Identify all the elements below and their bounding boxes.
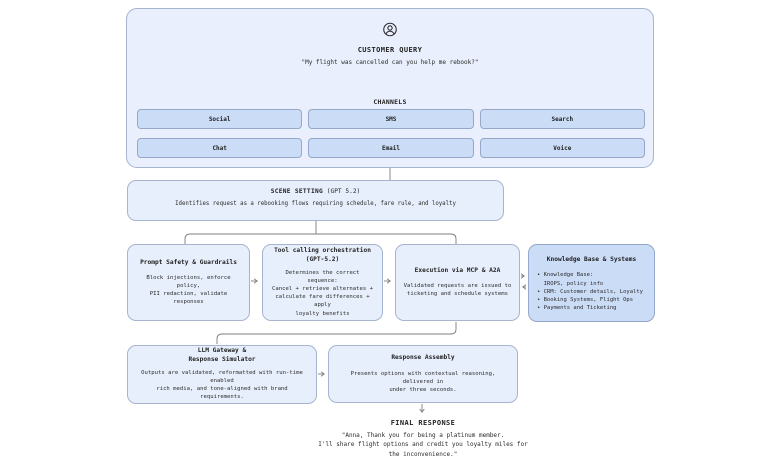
llm-gateway-title: LLM Gateway & Response Simulator <box>188 347 256 363</box>
knowledge-base-bullet-2: • Booking Systems, Flight Ops <box>537 297 634 304</box>
final-response-text: "Anna, Thank you for being a platinum me… <box>318 432 528 458</box>
customer-query-text: "My flight was cancelled can you help me… <box>301 59 479 66</box>
customer-query-title: CUSTOMER QUERY <box>357 46 423 54</box>
channel-social: Social <box>137 109 303 129</box>
prompt-safety-body: Block injections, enforce policy, PII re… <box>146 274 231 306</box>
customer-channels-container: CUSTOMER QUERY "My flight was cancelled … <box>126 8 654 168</box>
knowledge-base-bullet-0: • Knowledge Base: IROPS, policy info <box>537 272 604 287</box>
prompt-safety-title: Prompt Safety & Guardrails <box>140 258 237 266</box>
channel-sms: SMS <box>308 109 474 129</box>
channel-search: Search <box>479 109 645 129</box>
channel-chat: Chat <box>137 138 303 158</box>
scene-setting-title: SCENE SETTING (GPT 5.2) <box>270 188 361 195</box>
tool-calling-body: Determines the correct sequence: Cancel … <box>271 270 374 317</box>
llm-gateway-node: LLM Gateway & Response Simulator Outputs… <box>127 345 317 404</box>
final-response-title: FINAL RESPONSE <box>390 419 456 427</box>
channel-voice: Voice <box>479 138 645 158</box>
execution-node: Execution via MCP & A2A Validated reques… <box>395 244 520 321</box>
response-assembly-title: Response Assembly <box>391 354 455 362</box>
tool-calling-title: Tool calling orchestration (GPT-5.2) <box>274 247 371 263</box>
tool-calling-node: Tool calling orchestration (GPT-5.2) Det… <box>262 244 383 321</box>
knowledge-base-list: • Knowledge Base: IROPS, policy info• CR… <box>537 271 643 312</box>
user-circle-icon <box>383 22 398 41</box>
prompt-safety-node: Prompt Safety & Guardrails Block injecti… <box>127 244 250 321</box>
channels-title: CHANNELS <box>373 98 407 106</box>
channel-email: Email <box>308 138 474 158</box>
knowledge-base-title: Knowledge Base & Systems <box>546 256 637 263</box>
response-assembly-node: Response Assembly Presents options with … <box>328 345 518 403</box>
response-assembly-body: Presents options with contextual reasoni… <box>350 370 496 393</box>
execution-body: Validated requests are issued to ticketi… <box>403 283 512 298</box>
knowledge-base-bullet-3: • Payments and Ticketing <box>537 305 617 312</box>
scene-setting-node: SCENE SETTING (GPT 5.2) Identifies reque… <box>127 180 504 221</box>
knowledge-base-node: Knowledge Base & Systems • Knowledge Bas… <box>528 244 655 322</box>
scene-setting-body: Identifies request as a rebooking flows … <box>175 201 456 207</box>
knowledge-base-bullet-1: • CRM: Customer details, Loyalty <box>537 288 643 295</box>
llm-gateway-body: Outputs are validated, reformatted with … <box>141 370 303 401</box>
execution-title: Execution via MCP & A2A <box>414 266 501 274</box>
